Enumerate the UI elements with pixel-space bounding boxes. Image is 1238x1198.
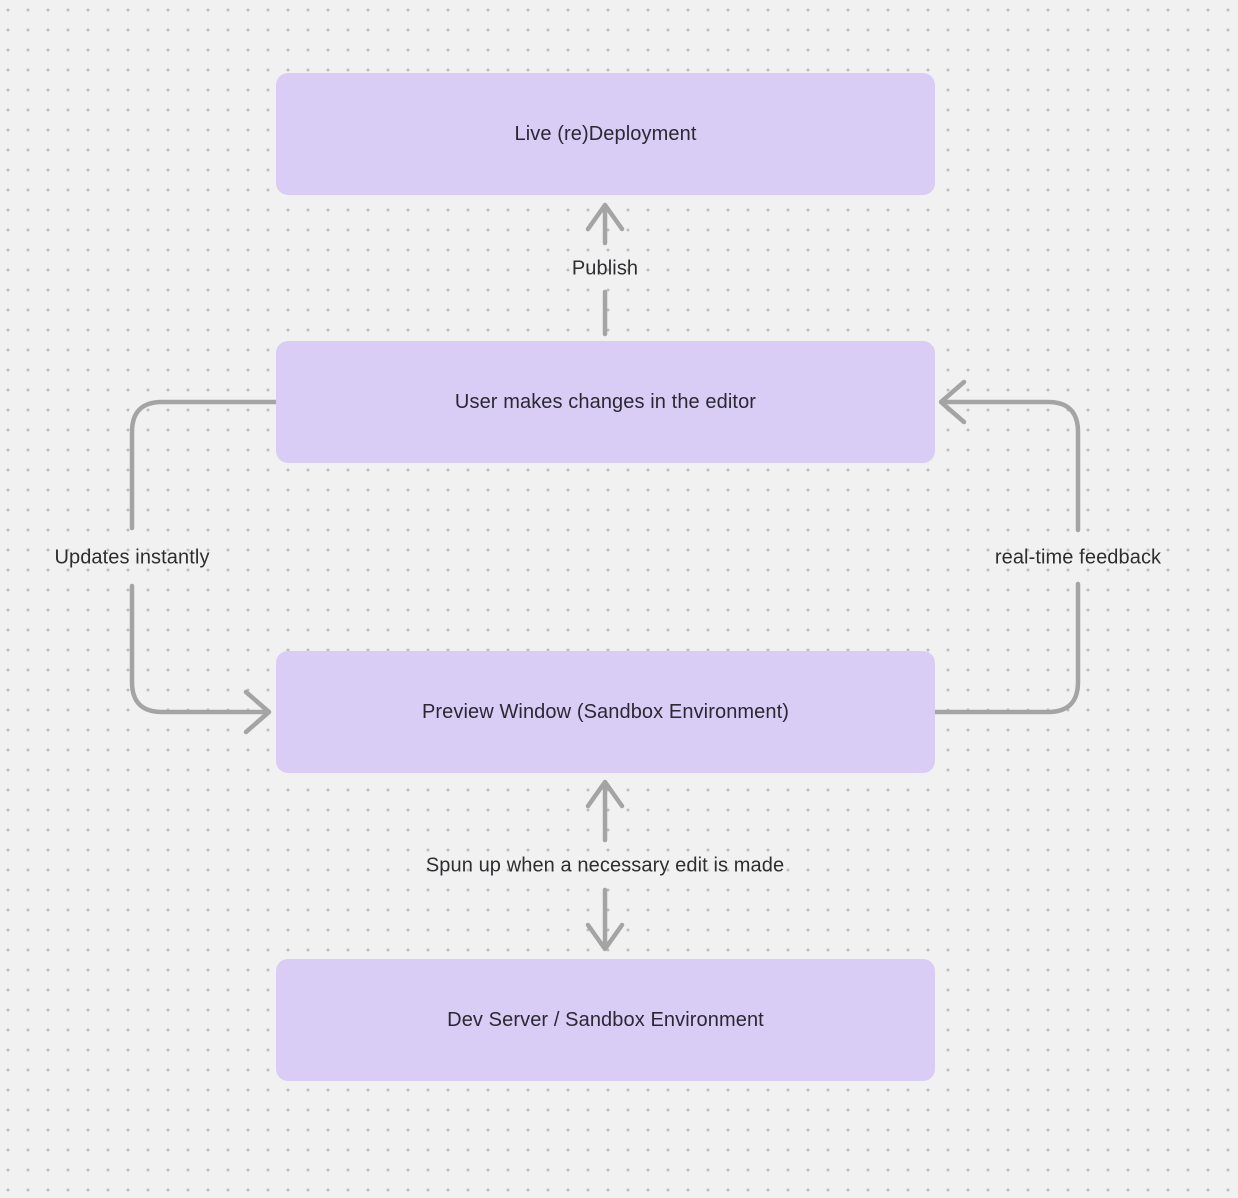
arrow-up-head-icon	[585, 202, 625, 232]
node-preview-window[interactable]: Preview Window (Sandbox Environment)	[276, 651, 935, 773]
arrow-realtime-feedback[interactable]	[932, 379, 1081, 715]
node-live-redeployment[interactable]: Live (re)Deployment	[276, 73, 935, 195]
edge-label-publish[interactable]: Publish	[571, 257, 639, 280]
arrow-down-head-icon	[585, 922, 625, 952]
arrow-feedback-upper	[942, 399, 1081, 533]
arrow-updates-instantly[interactable]	[129, 399, 279, 735]
edge-label-spun-up[interactable]: Spun up when a necessary edit is made	[425, 854, 785, 877]
arrow-up-head-icon	[585, 779, 625, 809]
arrow-updates-upper	[129, 399, 279, 531]
node-editor-changes[interactable]: User makes changes in the editor	[276, 341, 935, 463]
arrow-feedback-lower	[932, 581, 1081, 715]
arrow-updates-lower	[129, 583, 268, 715]
node-label: Dev Server / Sandbox Environment	[447, 1008, 764, 1031]
edge-label-updates-instantly[interactable]: Updates instantly	[54, 546, 210, 569]
node-label: Preview Window (Sandbox Environment)	[421, 700, 790, 723]
node-label: User makes changes in the editor	[454, 390, 757, 413]
node-label: Live (re)Deployment	[514, 122, 697, 145]
edge-label-realtime-feedback[interactable]: real-time feedback	[994, 546, 1162, 569]
arrow-right-head-icon	[243, 689, 272, 735]
node-dev-server[interactable]: Dev Server / Sandbox Environment	[276, 959, 935, 1081]
arrow-spun-up[interactable]	[585, 779, 625, 952]
arrow-publish[interactable]	[585, 202, 625, 337]
arrow-left-head-icon	[938, 379, 967, 425]
